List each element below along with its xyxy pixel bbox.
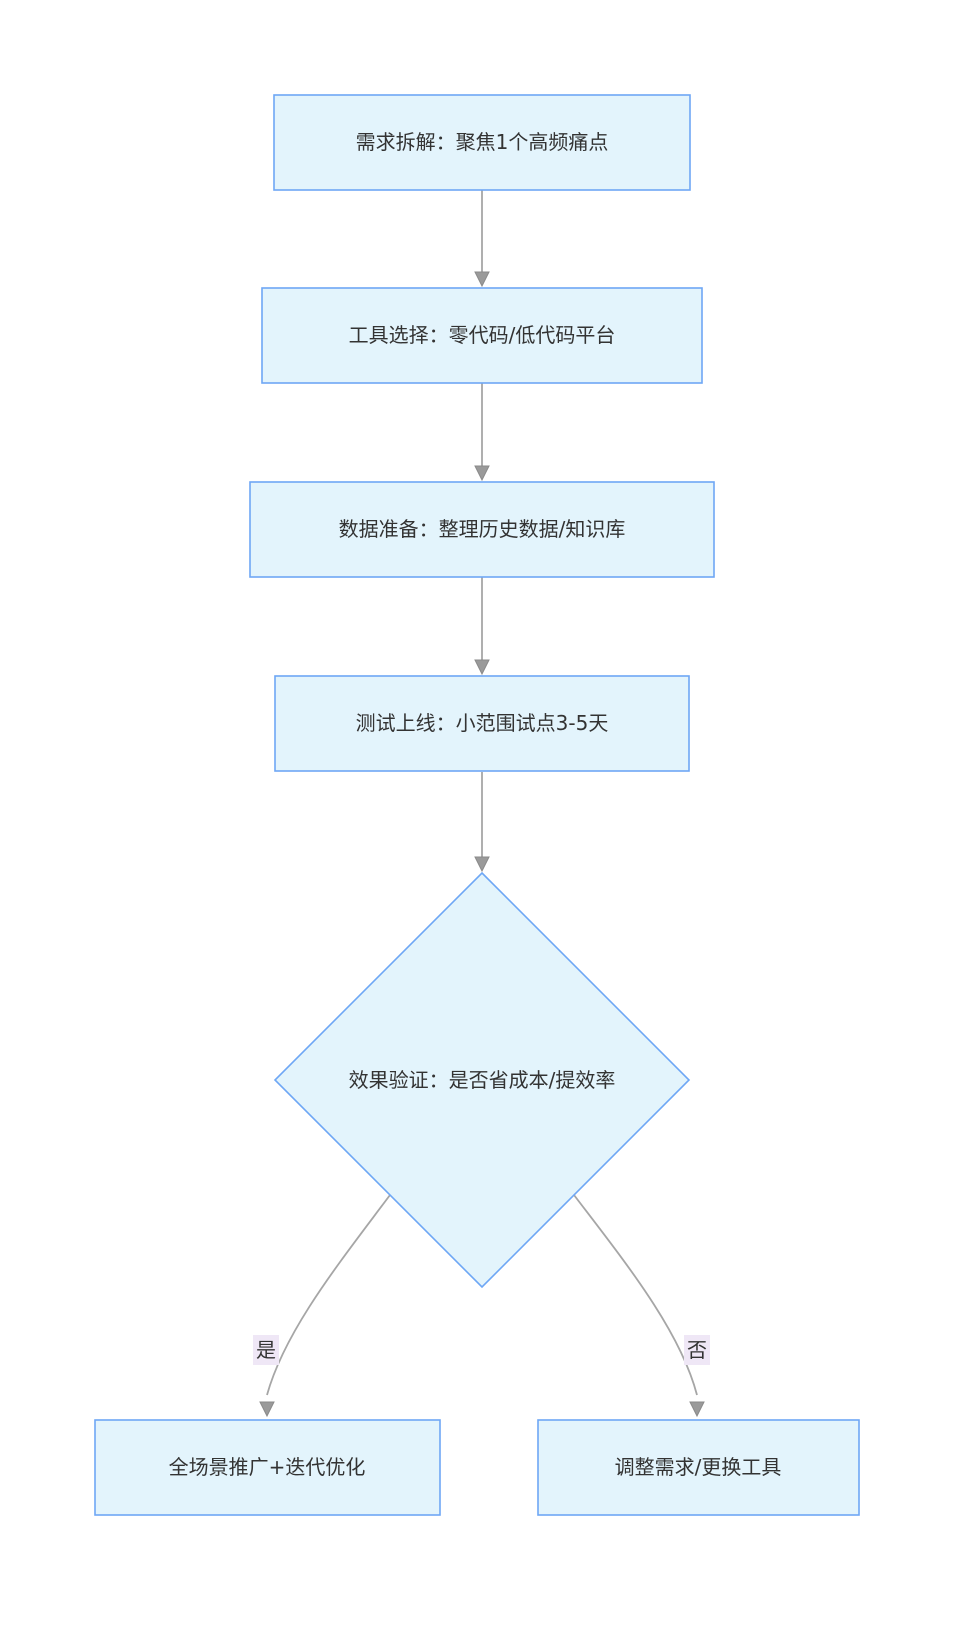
node-step2-label: 工具选择：零代码/低代码平台: [349, 323, 616, 347]
edge-decision-no: [573, 1194, 698, 1396]
arrowhead-step2: [474, 271, 490, 288]
node-decision-label: 效果验证：是否省成本/提效率: [349, 1068, 616, 1092]
arrowhead-step4: [474, 659, 490, 676]
node-no-result-label: 调整需求/更换工具: [615, 1455, 782, 1479]
edge-label-yes-text: 是: [256, 1338, 276, 1362]
node-decision: 效果验证：是否省成本/提效率: [273, 871, 691, 1289]
edge-label-no-text: 否: [687, 1338, 707, 1362]
edge-label-no: 否: [684, 1335, 710, 1365]
arrowhead-step3: [474, 465, 490, 482]
node-step2: 工具选择：零代码/低代码平台: [261, 287, 703, 384]
arrowhead-decision: [474, 856, 490, 873]
node-step4: 测试上线：小范围试点3-5天: [274, 675, 690, 772]
arrowhead-no: [689, 1401, 705, 1418]
node-step1: 需求拆解：聚焦1个高频痛点: [273, 94, 691, 191]
node-yes-result: 全场景推广+迭代优化: [94, 1419, 441, 1516]
node-step3-label: 数据准备：整理历史数据/知识库: [339, 517, 626, 541]
edge-decision-yes: [266, 1194, 391, 1396]
node-step4-label: 测试上线：小范围试点3-5天: [356, 711, 609, 735]
node-step1-label: 需求拆解：聚焦1个高频痛点: [356, 130, 609, 154]
node-no-result: 调整需求/更换工具: [537, 1419, 860, 1516]
arrowhead-yes: [259, 1401, 275, 1418]
edge-label-yes: 是: [253, 1335, 279, 1365]
node-step3: 数据准备：整理历史数据/知识库: [249, 481, 715, 578]
edges: [259, 190, 705, 1418]
node-yes-result-label: 全场景推广+迭代优化: [169, 1455, 366, 1479]
